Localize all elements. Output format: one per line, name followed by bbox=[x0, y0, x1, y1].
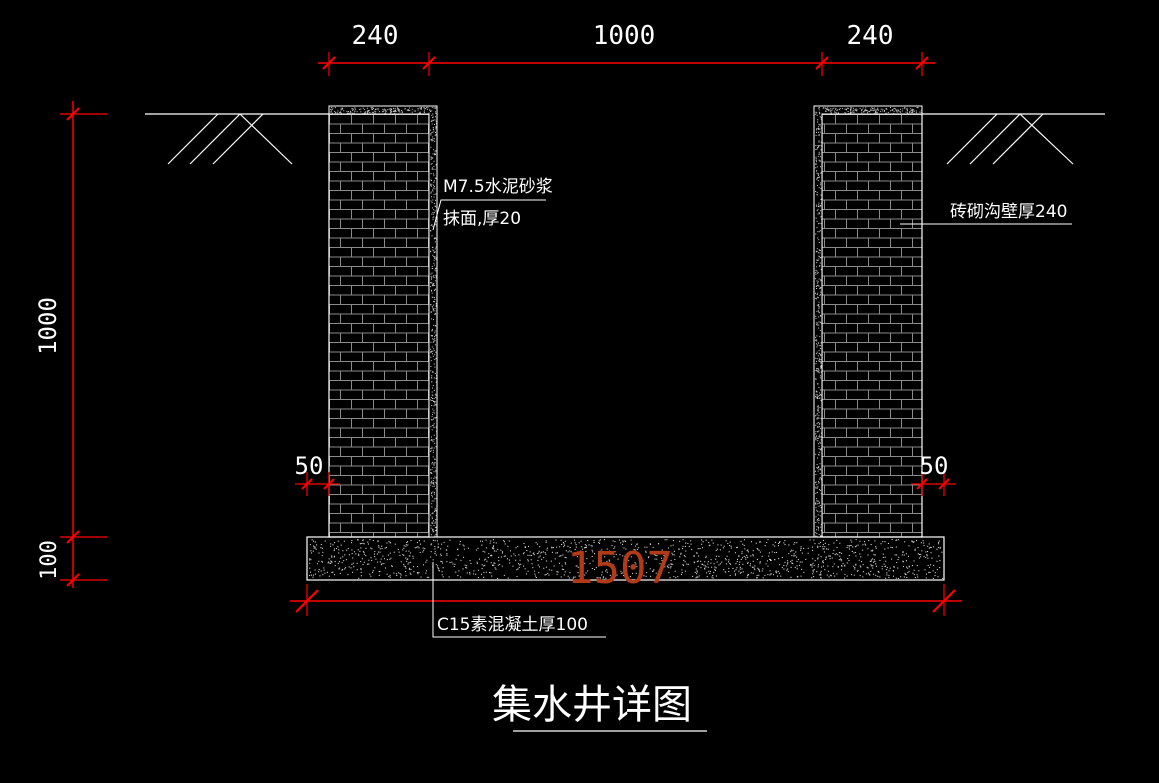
bottom-dimension: 1507 bbox=[290, 543, 962, 616]
left-dimension: 1000 100 bbox=[34, 101, 107, 588]
note-mortar-line1: M7.5水泥砂浆 bbox=[443, 177, 553, 197]
left-mortar-hatch bbox=[330, 107, 437, 537]
dim-overall-width: 1507 bbox=[567, 543, 673, 594]
dim-left-height: 1000 bbox=[34, 297, 62, 355]
dim-top-left-wall: 240 bbox=[352, 21, 399, 51]
wall-note: 砖砌沟壁厚240 bbox=[900, 202, 1072, 225]
ground-right bbox=[922, 113, 1105, 165]
right-mortar-hatch bbox=[815, 107, 923, 537]
mortar-note: M7.5水泥砂浆 抹面,厚20 bbox=[432, 177, 553, 231]
drawing-title-block: 集水井详图 bbox=[492, 682, 707, 732]
left-offset-dimension: 50 bbox=[295, 452, 340, 496]
dim-top-opening: 1000 bbox=[593, 21, 656, 51]
slab-aggregate-hatch bbox=[309, 539, 944, 579]
dim-left-slab: 100 bbox=[37, 540, 62, 580]
dim-right-offset: 50 bbox=[920, 452, 949, 480]
dim-left-offset: 50 bbox=[295, 452, 324, 480]
right-offset-dimension: 50 bbox=[911, 452, 956, 496]
dim-top-right-wall: 240 bbox=[847, 21, 894, 51]
left-brick-wall bbox=[328, 105, 438, 538]
slab-note: C15素混凝土厚100 bbox=[432, 562, 606, 638]
ground-left bbox=[145, 113, 329, 165]
note-mortar-line2: 抹面,厚20 bbox=[443, 209, 521, 229]
concrete-slab bbox=[306, 536, 945, 581]
note-slab: C15素混凝土厚100 bbox=[437, 615, 588, 635]
top-dimension: 240 1000 240 bbox=[318, 21, 935, 76]
right-brick-wall bbox=[813, 105, 923, 538]
note-wall: 砖砌沟壁厚240 bbox=[950, 202, 1067, 222]
drawing-title: 集水井详图 bbox=[492, 682, 692, 728]
